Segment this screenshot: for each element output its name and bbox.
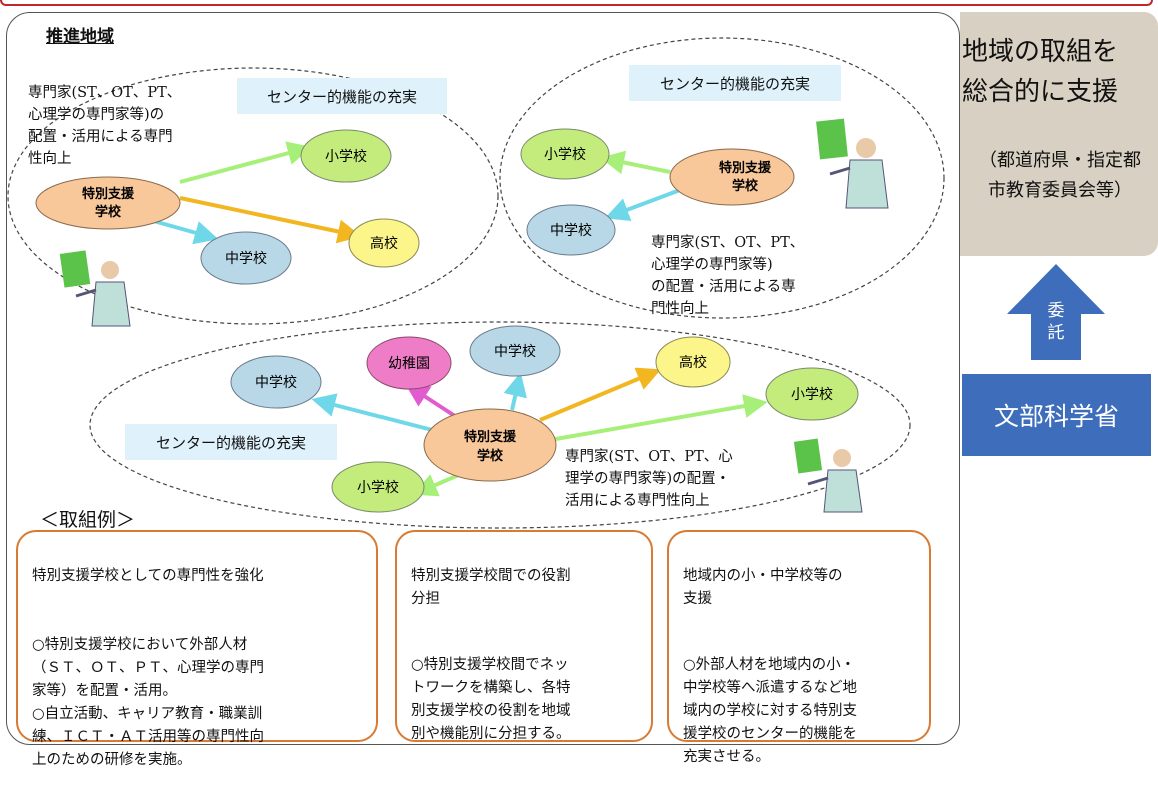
r1-junior-node	[200, 231, 292, 285]
r2-junior-label: 中学校	[550, 222, 592, 239]
arrow-r3-elementary-right	[549, 394, 768, 442]
support-title-line1: 地域の取組を	[962, 37, 1119, 67]
r1-banner: センター的機能の充実	[237, 78, 447, 114]
teacher-icon	[816, 118, 889, 209]
r3-elementary-right-node	[765, 367, 859, 421]
r3-elementary-bottom-node	[331, 461, 425, 513]
up-arrow-icon	[1007, 264, 1105, 360]
r1-expert-note: 専門家(ST、OT、PT、 心理学の専門家等)の 配置・活用による専門 性向上	[28, 85, 182, 167]
arrow-r1-junior	[149, 218, 219, 245]
teacher-icon	[793, 438, 863, 513]
support-subtitle-line1: （都道府県・指定都	[979, 150, 1141, 171]
r1-hub-line2: 学校	[95, 204, 122, 220]
r3-expert-note: 専門家(ST、OT、PT、心 理学の専門家等)の配置・ 活用による専門性向上	[565, 449, 733, 509]
arrow-r1-high	[179, 196, 362, 244]
commission-arrow	[1007, 264, 1105, 360]
examples-title: ＜取組例＞	[40, 509, 136, 531]
r2-expert-note: 専門家(ST、OT、PT、 心理学の専門家等) の配置・活用による専 門性向上	[651, 235, 805, 317]
r2-hub-line1: 特別支援	[719, 160, 772, 176]
r1-elementary-label: 小学校	[325, 148, 367, 165]
arrow-r2-elementary	[600, 150, 671, 175]
teacher-icon	[59, 250, 131, 327]
r3-banner: センター的機能の充実	[125, 424, 337, 460]
r2-hub-line2: 学校	[732, 178, 759, 194]
region3-boundary	[89, 321, 911, 529]
prefecture-support-panel	[960, 12, 1158, 256]
example-body: ○特別支援学校において外部人材 （ＳＴ、ＯＴ、ＰＴ、心理学の専門 家等）を配置・…	[32, 637, 264, 768]
r3-kindergarten-label: 幼稚園	[388, 356, 430, 372]
r3-high-node	[655, 336, 731, 388]
r1-elementary-node	[300, 129, 392, 183]
r1-special-school-node	[35, 176, 181, 230]
r1-junior-label: 中学校	[225, 250, 267, 267]
r1-hub-line1: 特別支援	[82, 186, 135, 202]
r1-high-node	[348, 218, 420, 268]
r3-junior-left-node	[230, 355, 322, 409]
r3-special-school-node	[423, 408, 557, 482]
region2-boundary	[499, 37, 945, 319]
arrow-r2-junior	[604, 188, 681, 222]
support-title-line2: 総合的に支援	[962, 77, 1119, 107]
r2-banner: センター的機能の充実	[629, 65, 841, 101]
top-border-frame	[0, 0, 1153, 6]
example-body: ○特別支援学校間でネッ トワークを構築し、各特 別支援学校の役割を地域 別や機能…	[411, 657, 571, 742]
r3-junior-top-label: 中学校	[494, 343, 536, 360]
example-box-role-sharing: 特別支援学校間での役割 分担 ○特別支援学校間でネッ トワークを構築し、各特 別…	[395, 530, 653, 742]
example-heading: 特別支援学校としての専門性を強化	[32, 568, 264, 584]
arrow-r3-junior-top	[503, 372, 527, 411]
r3-elementary-bottom-label: 小学校	[357, 479, 399, 496]
arrow-r1-elementary	[179, 141, 312, 184]
r3-hub-line1: 特別支援	[464, 429, 517, 445]
r3-elementary-right-label: 小学校	[791, 386, 833, 403]
r2-junior-node	[526, 204, 616, 256]
r3-hub-line2: 学校	[477, 448, 504, 464]
example-box-local-support: 地域内の小・中学校等の 支援 ○外部人材を地域内の小・ 中学校等へ派遣するなど地…	[667, 530, 931, 765]
r2-elementary-node	[520, 128, 610, 180]
commission-label: 委 託	[1040, 300, 1072, 344]
r3-high-label: 高校	[679, 354, 707, 371]
arrow-r3-high	[539, 367, 662, 422]
page-title: 推進地域	[46, 27, 114, 47]
support-subtitle-line2: 市教育委員会等）	[988, 180, 1132, 201]
arrow-r3-junior-left	[311, 393, 441, 434]
example-body: ○外部人材を地域内の小・ 中学校等へ派遣するなど地 域内の学校に対する特別支 援…	[683, 657, 857, 765]
r1-high-label: 高校	[370, 235, 398, 252]
diagram-canvas: 特別支援 学校 小学校 中学校 高校 特別支援 学校 小学校 中学校 特別支援 …	[7, 37, 945, 529]
region1-boundary	[7, 67, 499, 325]
example-heading: 地域内の小・中学校等の 支援	[683, 568, 843, 607]
commission-char1: 委	[1047, 301, 1065, 321]
example-box-expertise: 特別支援学校としての専門性を強化 ○特別支援学校において外部人材 （ＳＴ、ＯＴ、…	[16, 530, 378, 768]
support-subtitle: （都道府県・指定都 市教育委員会等）	[962, 146, 1158, 206]
example-heading: 特別支援学校間での役割 分担	[411, 568, 571, 607]
arrow-r3-kindergarten	[404, 383, 460, 420]
r2-elementary-label: 小学校	[544, 146, 586, 163]
ministry-box: 文部科学省	[962, 374, 1151, 456]
support-title: 地域の取組を 総合的に支援	[962, 32, 1158, 112]
r3-junior-left-label: 中学校	[255, 374, 297, 391]
r2-special-school-node	[669, 148, 795, 206]
r3-junior-top-node	[469, 325, 561, 377]
commission-char2: 託	[1047, 323, 1065, 343]
r3-kindergarten-node	[366, 336, 452, 390]
